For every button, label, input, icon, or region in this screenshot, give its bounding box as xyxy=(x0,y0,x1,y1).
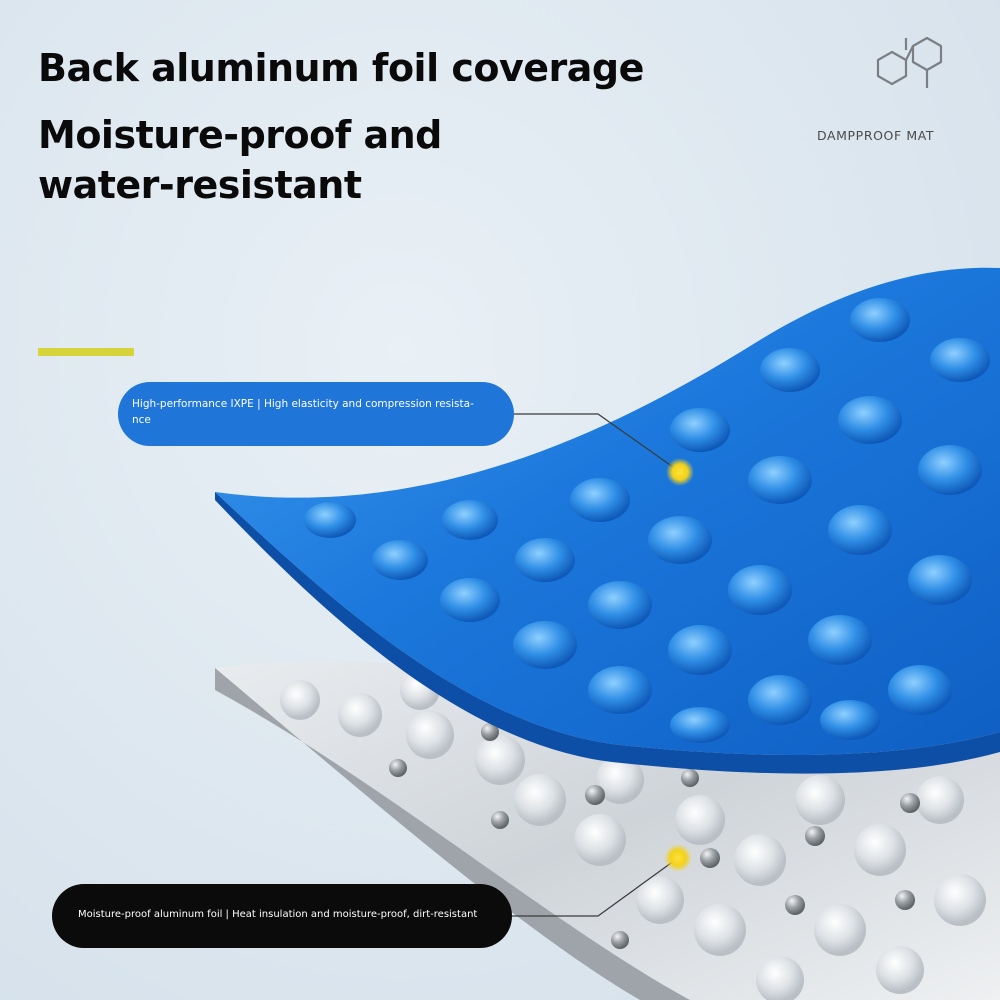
callout-leaders xyxy=(512,413,694,917)
ixpe-foam-layer xyxy=(215,267,1000,774)
brand-label: DAMPPROOF MAT xyxy=(817,128,935,143)
hexagon-molecule-icon xyxy=(876,36,943,88)
headline-line-1: Back aluminum foil coverage xyxy=(38,46,644,90)
foil-callout: Moisture-proof aluminum foil | Heat insu… xyxy=(52,884,512,948)
ixpe-callout: High-performance IXPE | High elasticity … xyxy=(118,382,514,446)
foil-marker xyxy=(664,844,692,872)
headline-line-2: Moisture-proof and water-resistant xyxy=(38,113,442,207)
ixpe-marker xyxy=(666,458,694,486)
accent-bar xyxy=(38,348,134,356)
